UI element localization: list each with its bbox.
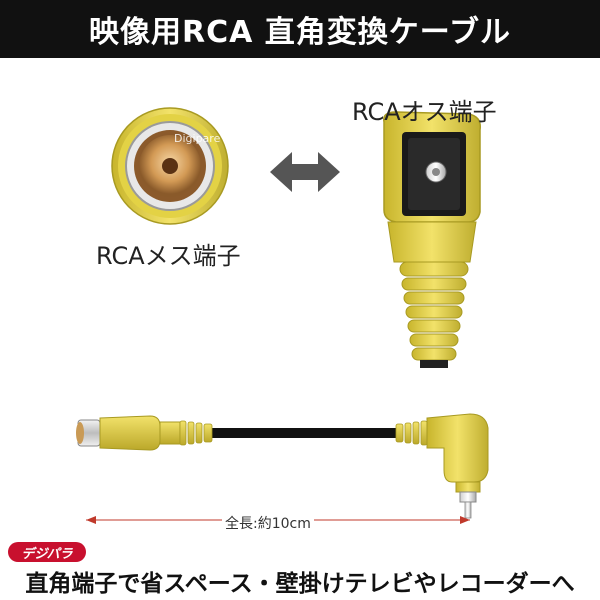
footer-caption: 直角端子で省スペース・壁掛けテレビやレコーダーへ — [0, 562, 600, 600]
rca-female-connector — [111, 107, 229, 225]
length-label: 全長:約10cm — [222, 513, 314, 533]
brand-badge-text: デジパラ — [21, 546, 73, 562]
rca-male-connector — [383, 111, 481, 368]
female-connector-label: RCAメス端子 — [96, 242, 241, 270]
male-connector-label: RCAオス端子 — [352, 98, 497, 126]
cable-full-view — [76, 413, 489, 519]
brand-badge: デジパラ — [8, 542, 86, 562]
double-arrow-icon — [270, 152, 340, 192]
footer-text: 直角端子で省スペース・壁掛けテレビやレコーダーへ — [25, 571, 575, 597]
header-banner: 映像用RCA 直角変換ケーブル — [0, 0, 600, 58]
page-title: 映像用RCA 直角変換ケーブル — [89, 15, 511, 50]
watermark: Digipare — [174, 132, 221, 145]
